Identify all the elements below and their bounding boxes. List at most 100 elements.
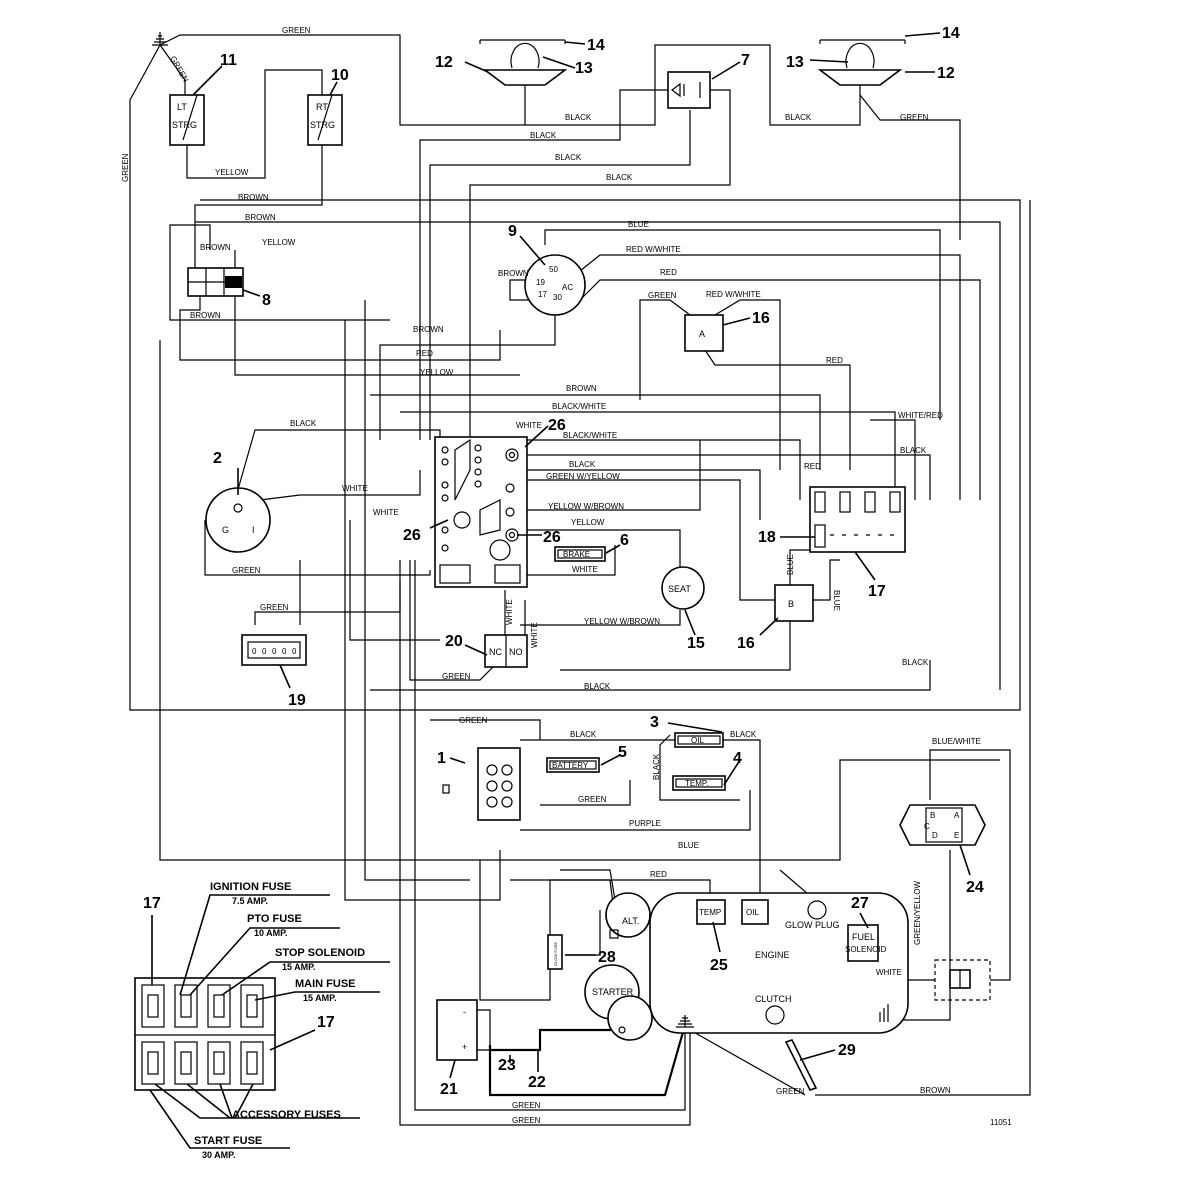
wire-black-7 bbox=[469, 89, 731, 440]
ignition-fuse-label: IGNITION FUSE bbox=[210, 881, 291, 893]
wl-black-white-26: BLACK/WHITE bbox=[563, 431, 617, 440]
wl-green-29: GREEN bbox=[776, 1087, 805, 1096]
connector-1 bbox=[442, 747, 521, 821]
wl-black-7c: BLACK bbox=[555, 153, 582, 162]
callout-19: 19 bbox=[288, 692, 306, 709]
wire-left-loop bbox=[169, 224, 390, 321]
wl-red-17: RED bbox=[826, 356, 843, 365]
wl-black-18: BLACK bbox=[900, 446, 927, 455]
fuse-slot-row-1 bbox=[141, 984, 264, 1028]
wl-green-yellow-24: GREEN/YELLOW bbox=[913, 881, 922, 945]
fuse-slot-row-2 bbox=[141, 1041, 264, 1085]
wl-yellow-2: YELLOW bbox=[262, 238, 296, 247]
pto-fuse-amp: 10 AMP. bbox=[254, 928, 288, 938]
rt-strg-label-1: RT bbox=[316, 102, 328, 112]
glow-fuse-label: GLOW FUSE bbox=[553, 942, 558, 966]
callout-6: 6 bbox=[620, 532, 629, 549]
wl-black-4: BLACK bbox=[652, 753, 661, 780]
wl-blue-top: BLUE bbox=[628, 220, 649, 229]
ign-tac: AC bbox=[562, 283, 573, 292]
ignition-fuse-amp: 7.5 AMP. bbox=[232, 896, 268, 906]
ground-symbol-bottom bbox=[676, 1015, 694, 1028]
callout-24: 24 bbox=[966, 879, 984, 896]
wire-purple bbox=[520, 790, 751, 831]
wire-white-26b bbox=[349, 520, 440, 641]
connector-8 bbox=[187, 267, 244, 297]
wl-red-1: RED bbox=[660, 268, 677, 277]
wire-green-1b bbox=[540, 780, 631, 806]
wl-white-2: WHITE bbox=[342, 484, 368, 493]
wl-white-6: WHITE bbox=[572, 565, 598, 574]
meter-digit-5: 0 bbox=[292, 647, 297, 656]
engine-oil-label: OIL bbox=[746, 908, 759, 917]
reg-e: E bbox=[954, 831, 959, 840]
wire-green-29 bbox=[689, 1029, 806, 1096]
wire-ign-down bbox=[379, 315, 556, 440]
rt-steering-switch: RT STRG bbox=[307, 94, 343, 146]
wire-8-bus bbox=[179, 295, 501, 361]
hour-gauge: G I bbox=[205, 487, 271, 553]
callout-18: 18 bbox=[758, 529, 776, 546]
ign-t30: 30 bbox=[553, 293, 562, 302]
wire-green-left bbox=[129, 44, 1021, 711]
wl-black-26: BLACK bbox=[569, 460, 596, 469]
wire-8-down bbox=[234, 295, 520, 376]
wl-black-3a: BLACK bbox=[570, 730, 597, 739]
wire-red-white-16 bbox=[714, 299, 781, 470]
wl-black-16: BLACK bbox=[902, 658, 929, 667]
wire-green-1 bbox=[430, 719, 541, 740]
battery-warning: BATTERY bbox=[546, 757, 600, 773]
seat-label: SEAT bbox=[668, 584, 691, 594]
reg-b: B bbox=[930, 811, 935, 820]
wl-yellow-brown-15: YELLOW W/BROWN bbox=[584, 617, 660, 626]
fuse-legend: IGNITION FUSE 7.5 AMP. PTO FUSE 10 AMP. … bbox=[194, 881, 365, 1160]
start-fuse-label: START FUSE bbox=[194, 1135, 262, 1147]
temp-sender: TEMP. bbox=[672, 775, 726, 791]
wire-black-18 bbox=[520, 454, 931, 500]
wl-yellow-brown-26: YELLOW W/BROWN bbox=[548, 502, 624, 511]
alternator: ALT. bbox=[605, 892, 651, 939]
callout-7: 7 bbox=[741, 52, 750, 69]
wire-black-26 bbox=[490, 469, 761, 520]
lt-strg-label-2: STRG bbox=[172, 120, 197, 130]
callout-16b: 16 bbox=[737, 635, 755, 652]
cable-22 bbox=[490, 1028, 620, 1052]
wl-blue-white-24: BLUE/WHITE bbox=[932, 737, 981, 746]
wl-green-left: GREEN bbox=[121, 153, 130, 182]
headlight-left bbox=[479, 39, 568, 95]
diode-pack bbox=[934, 959, 991, 1001]
ign-t50: 50 bbox=[549, 265, 558, 274]
stop-solenoid-amp: 15 AMP. bbox=[282, 962, 316, 972]
wl-blue-16a: BLUE bbox=[786, 554, 795, 575]
wire-green-b2 bbox=[399, 580, 691, 1126]
glow-plug-label: GLOW PLUG bbox=[785, 920, 840, 930]
ign-t19: 19 bbox=[536, 278, 545, 287]
hour-meter: 0 0 0 0 0 bbox=[241, 634, 307, 666]
meter-digit-4: 0 bbox=[282, 647, 287, 656]
wire-black-mid bbox=[370, 660, 931, 691]
callout-27: 27 bbox=[851, 895, 869, 912]
wire-green-11 bbox=[159, 44, 186, 95]
callout-23: 23 bbox=[498, 1057, 516, 1074]
callout-26b: 26 bbox=[403, 527, 421, 544]
wire-yb-15 bbox=[520, 610, 681, 626]
wl-green-20: GREEN bbox=[442, 672, 471, 681]
relay-a-label: A bbox=[699, 329, 705, 339]
wire-green-16 bbox=[639, 299, 691, 400]
callout-25: 25 bbox=[710, 957, 728, 974]
cable-23 bbox=[488, 1024, 687, 1097]
starter: STARTER bbox=[584, 964, 653, 1041]
callout-10: 10 bbox=[331, 67, 349, 84]
callout-26c: 26 bbox=[543, 529, 561, 546]
main-fuse-amp: 15 AMP. bbox=[303, 993, 337, 1003]
wl-black-7d: BLACK bbox=[606, 173, 633, 182]
ignition-switch: 50 19 17 30 AC bbox=[524, 254, 586, 316]
callout-14a: 14 bbox=[587, 37, 605, 54]
meter-digit-2: 0 bbox=[262, 647, 267, 656]
clutch-label: CLUTCH bbox=[755, 994, 792, 1004]
gauge-g: G bbox=[222, 525, 229, 535]
wl-green-1b: GREEN bbox=[578, 795, 607, 804]
wire-green-b1 bbox=[414, 560, 686, 1111]
fuse-block-17-lower bbox=[134, 977, 276, 1091]
